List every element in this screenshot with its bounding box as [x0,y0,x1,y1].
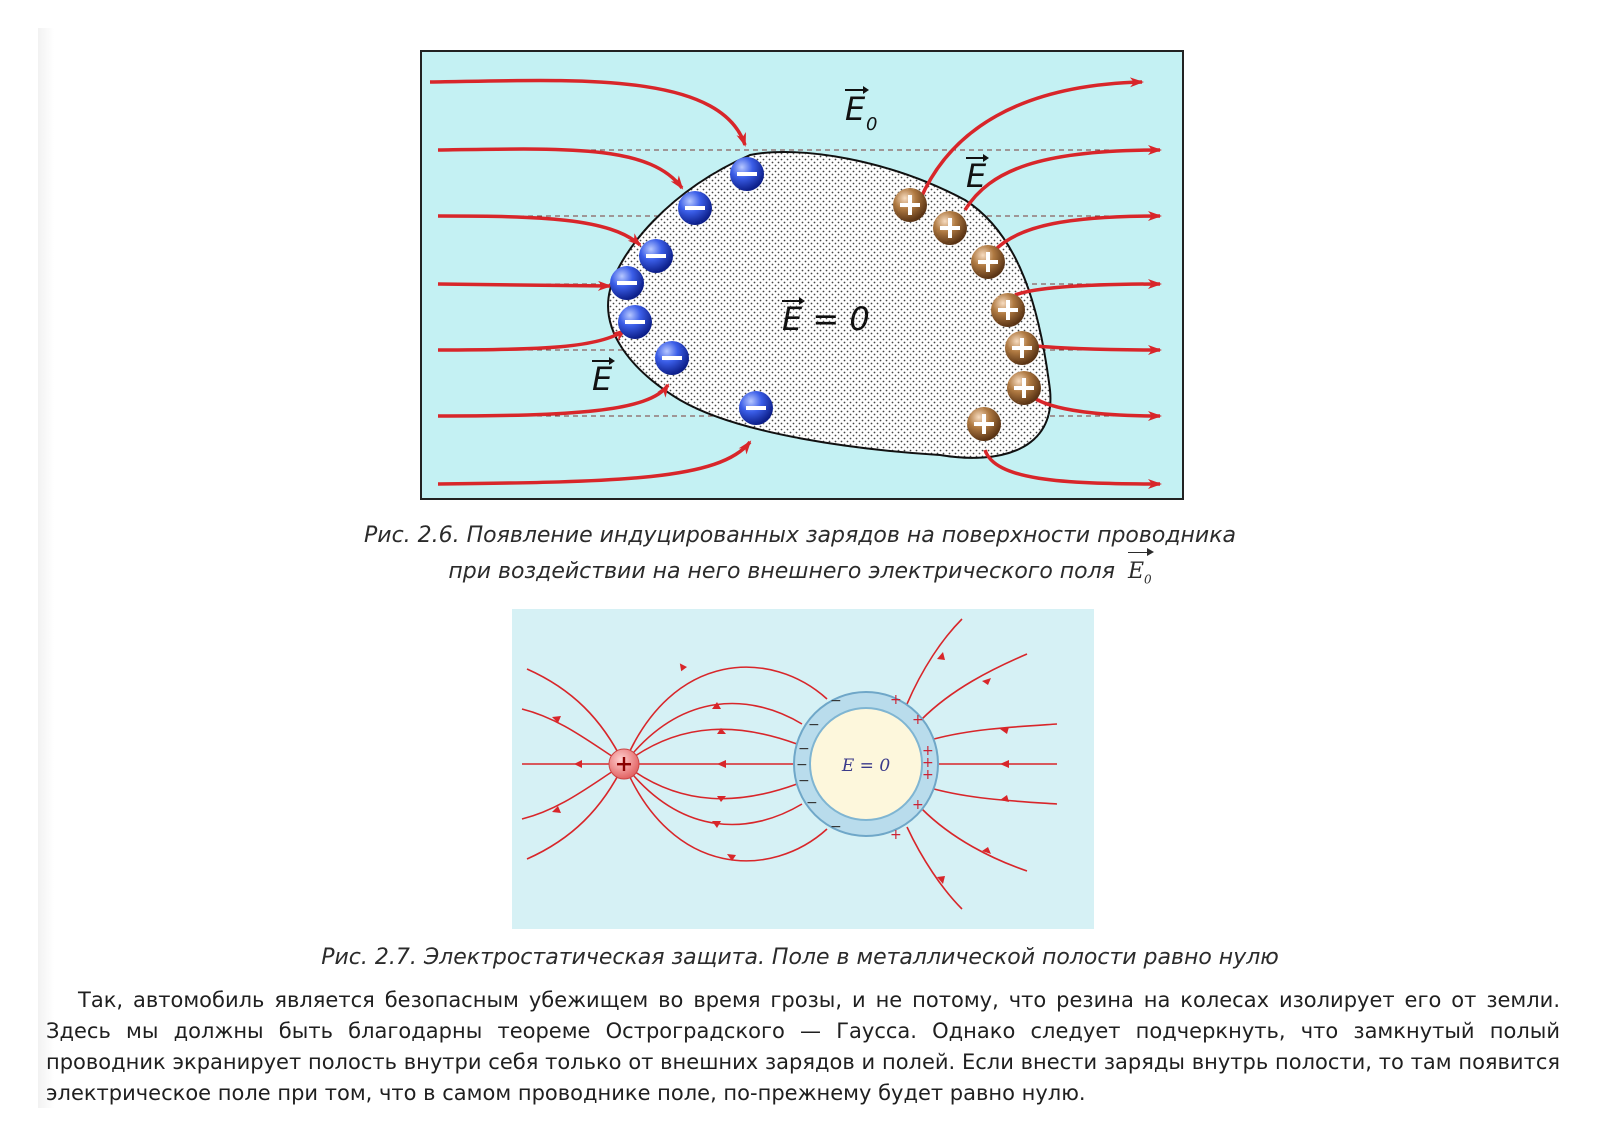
shell-minus: − [808,717,820,733]
negative-charges [610,157,773,425]
label-inside-conductor: E = 0 [782,300,870,338]
label-e0-sub: 0 [866,114,877,135]
positive-charge [967,407,1001,441]
label-e0: E [845,90,866,128]
figure2-caption: Рис. 2.7. Электростатическая защита. Пол… [321,945,1279,970]
point-charge [608,748,640,780]
shell-plus: + [922,743,934,759]
shell-minus: − [830,693,842,709]
shell-plus: + [922,755,934,771]
negative-charge [639,239,673,273]
figure-induced-charges: E 0 E E E = 0 [420,50,1184,500]
negative-charge [610,266,644,300]
positive-charge [1005,331,1039,365]
positive-charge [1007,371,1041,405]
body-paragraph: Так, автомобиль является безопасным убеж… [46,988,1560,1105]
shell-plus: + [890,827,902,843]
caption-vector-e0: E0 [1127,548,1154,597]
shell-plus: + [922,767,934,783]
cavity-label: E = 0 [841,756,890,776]
negative-charge [730,157,764,191]
shell-cavity [809,707,923,821]
figure1-caption-line2: при воздействии на него внешнего электри… [0,548,1600,597]
shell-minus: − [798,773,810,789]
negative-charge [655,341,689,375]
figure1-caption-line1: Рис. 2.6. Появление индуцированных заряд… [364,523,1236,548]
positive-charge [933,211,967,245]
caption-vector-letter: E [1127,559,1144,584]
negative-charge [739,391,773,425]
label-e-left: E [592,360,613,398]
field-arrowheads [552,652,1009,884]
shell-minus: − [798,741,810,757]
positive-charges [893,188,1041,441]
shell-minus: − [830,819,842,835]
negative-charge [618,305,652,339]
shell-plus: + [912,797,924,813]
negative-charge [678,191,712,225]
positive-charge [991,293,1025,327]
shell-plus: + [890,692,902,708]
figure-electrostatic-shielding: − − − − − − − + + + + + + + E = 0 [512,609,1094,929]
label-e-right: E [966,157,987,195]
caption-vector-sub: 0 [1144,572,1152,587]
shell-induced-charges: − − − − − − − + + + + + + + [796,692,934,843]
positive-charge [893,188,927,222]
page-shadow [38,28,54,1108]
shell-plus: + [912,712,924,728]
shell-minus: − [806,795,818,811]
positive-charge [971,245,1005,279]
caption-line2-text: при воздействии на него внешнего электри… [448,559,1115,584]
shell-minus: − [796,757,808,773]
